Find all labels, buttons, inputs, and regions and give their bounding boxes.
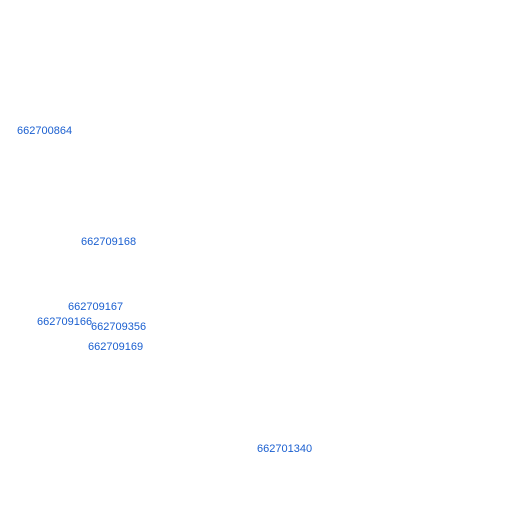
parcel-label[interactable]: 662709166 [37,316,93,328]
parcel-label[interactable]: 662709356 [91,321,147,333]
parcel-label[interactable]: 662709169 [88,341,144,353]
parcel-label[interactable]: 662700864 [17,125,73,137]
parcel-label[interactable]: 662701340 [257,443,313,455]
parcel-label[interactable]: 662709167 [68,301,124,313]
parcel-label[interactable]: 662709168 [81,236,137,248]
